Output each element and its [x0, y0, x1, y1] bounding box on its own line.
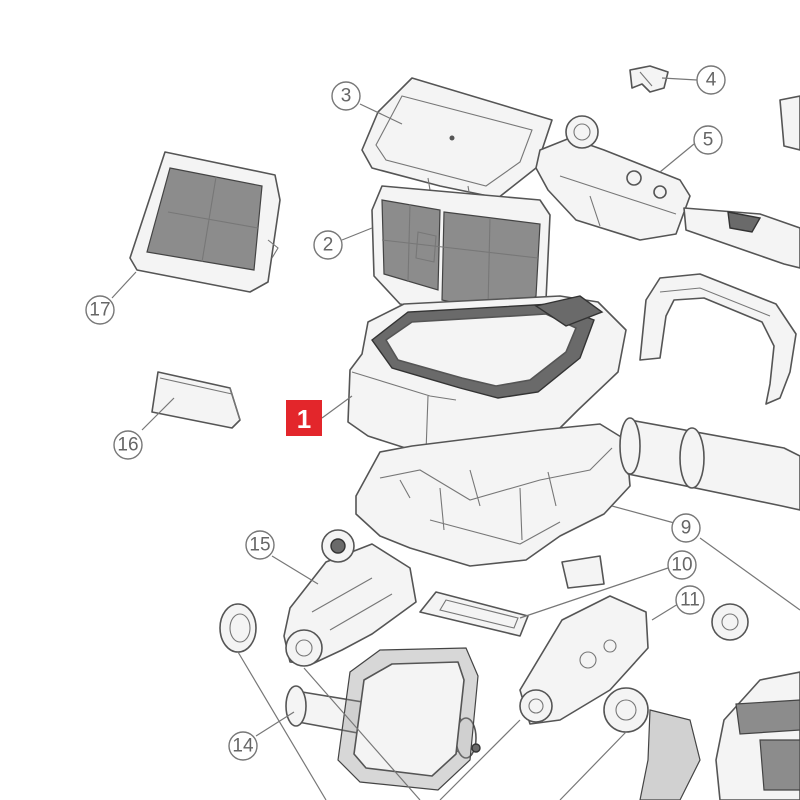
part-chassis [355, 423, 631, 589]
callout-10: 10 [667, 550, 697, 580]
part-carrying-handle [639, 273, 797, 405]
part-lid [361, 77, 553, 199]
callout-14: 14 [228, 731, 258, 761]
callout-16: 16 [113, 430, 143, 460]
part-foam-block [151, 371, 241, 429]
callout-17: 17 [85, 295, 115, 325]
callout-4: 4 [696, 65, 726, 95]
callout-9: 9 [671, 513, 701, 543]
callout-5: 5 [693, 125, 723, 155]
callout-17-label: 17 [89, 300, 110, 321]
leader-lines [111, 77, 800, 800]
callout-15-label: 15 [249, 535, 270, 556]
part-clip [629, 65, 669, 93]
part-bottom-right-assembly [715, 671, 800, 800]
part-top-cover [347, 295, 627, 467]
part-side-filter-panel [129, 151, 281, 293]
part-filter-basket [371, 185, 551, 327]
callout-4-label: 4 [706, 70, 717, 91]
callout-11: 11 [675, 585, 705, 615]
highlight-label: 1 [297, 404, 311, 434]
callout-15: 15 [245, 530, 275, 560]
part-brush-roller-right [619, 417, 800, 511]
callout-3-label: 3 [341, 86, 352, 107]
highlight-box [286, 400, 322, 436]
callout-16-label: 16 [117, 435, 138, 456]
callout-10-label: 10 [671, 555, 692, 576]
callout-2-label: 2 [323, 235, 334, 256]
callout-5-label: 5 [703, 130, 714, 151]
part-right-drive-module [519, 595, 749, 733]
part-filter-plate [419, 591, 529, 637]
callout-9-label: 9 [681, 518, 692, 539]
highlight-marker-part-1: 1 [286, 395, 353, 436]
part-left-drive-module [283, 529, 417, 667]
part-left-wheel [219, 603, 257, 653]
part-handle-motor-assembly [535, 115, 691, 241]
part-right-plate [683, 95, 800, 269]
part-drive-belt [337, 647, 701, 800]
callout-2: 2 [313, 230, 343, 260]
callout-14-label: 14 [232, 736, 254, 757]
callout-3: 3 [331, 81, 361, 111]
callout-11-label: 11 [680, 590, 700, 611]
